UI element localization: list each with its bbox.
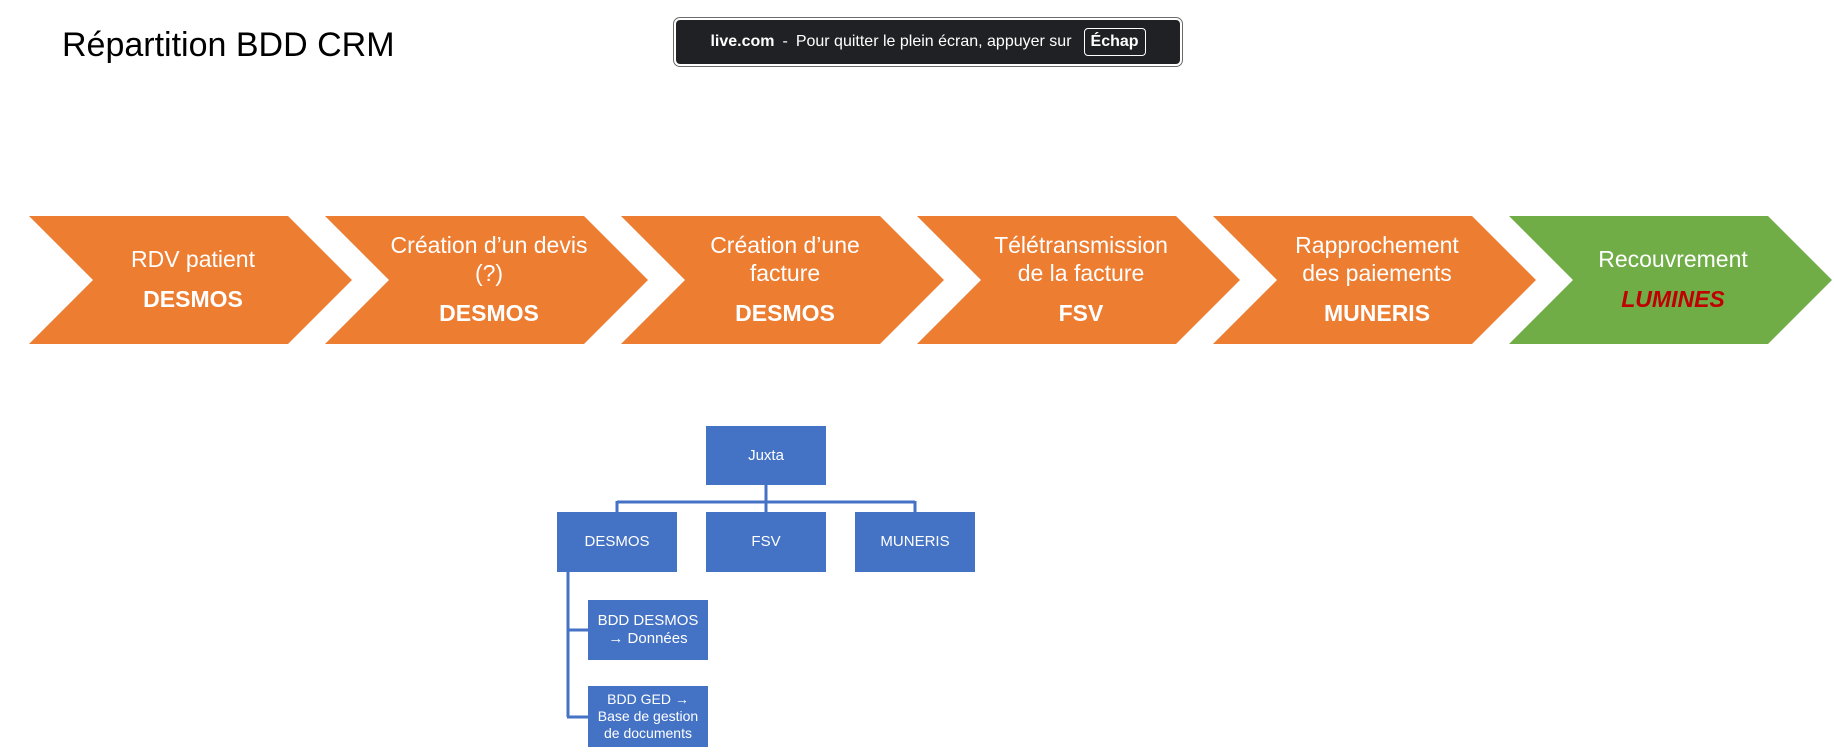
fullscreen-exit-banner: live.com - Pour quitter le plein écran, … [673, 17, 1183, 67]
escape-key-hint[interactable]: Échap [1083, 28, 1146, 56]
step-5-system: MUNERIS [1323, 300, 1431, 326]
step-4-name: Télétransmission de la facture [994, 232, 1168, 286]
org-node-fsv: FSV [706, 512, 826, 572]
org-node-bdd-desmos: BDD DESMOS → Données [588, 600, 708, 660]
banner-separator: - [782, 33, 788, 50]
org-node-bdd-ged: BDD GED → Base de gestion de documents [588, 686, 708, 747]
step-6-system: LUMINES [1621, 286, 1725, 312]
org-node-muneris: MUNERIS [855, 512, 975, 572]
step-6-label: Recouvrement LUMINES [1573, 245, 1773, 313]
org-node-desmos: DESMOS [557, 512, 677, 572]
step-1-system: DESMOS [143, 286, 243, 312]
slide-title: Répartition BDD CRM [62, 26, 395, 64]
step-4-system: FSV [1058, 300, 1104, 326]
step-3-name: Création d’une facture [710, 232, 860, 286]
step-3-label: Création d’une facture DESMOS [685, 231, 885, 327]
banner-message: Pour quitter le plein écran, appuyer sur [795, 33, 1072, 50]
banner-domain: live.com [710, 33, 775, 50]
step-5-label: Rapprochement des paiements MUNERIS [1277, 231, 1477, 327]
step-2-system: DESMOS [439, 300, 539, 326]
step-6-name: Recouvrement [1598, 246, 1748, 272]
step-2-label: Création d’un devis (?) DESMOS [389, 231, 589, 327]
step-1-name: RDV patient [130, 246, 255, 272]
step-2-name: Création d’un devis (?) [390, 232, 588, 286]
step-3-system: DESMOS [735, 300, 835, 326]
step-5-name: Rapprochement des paiements [1295, 232, 1459, 286]
step-4-label: Télétransmission de la facture FSV [981, 231, 1181, 327]
org-node-juxta: Juxta [706, 426, 826, 485]
step-1-label: RDV patient DESMOS [93, 245, 293, 313]
